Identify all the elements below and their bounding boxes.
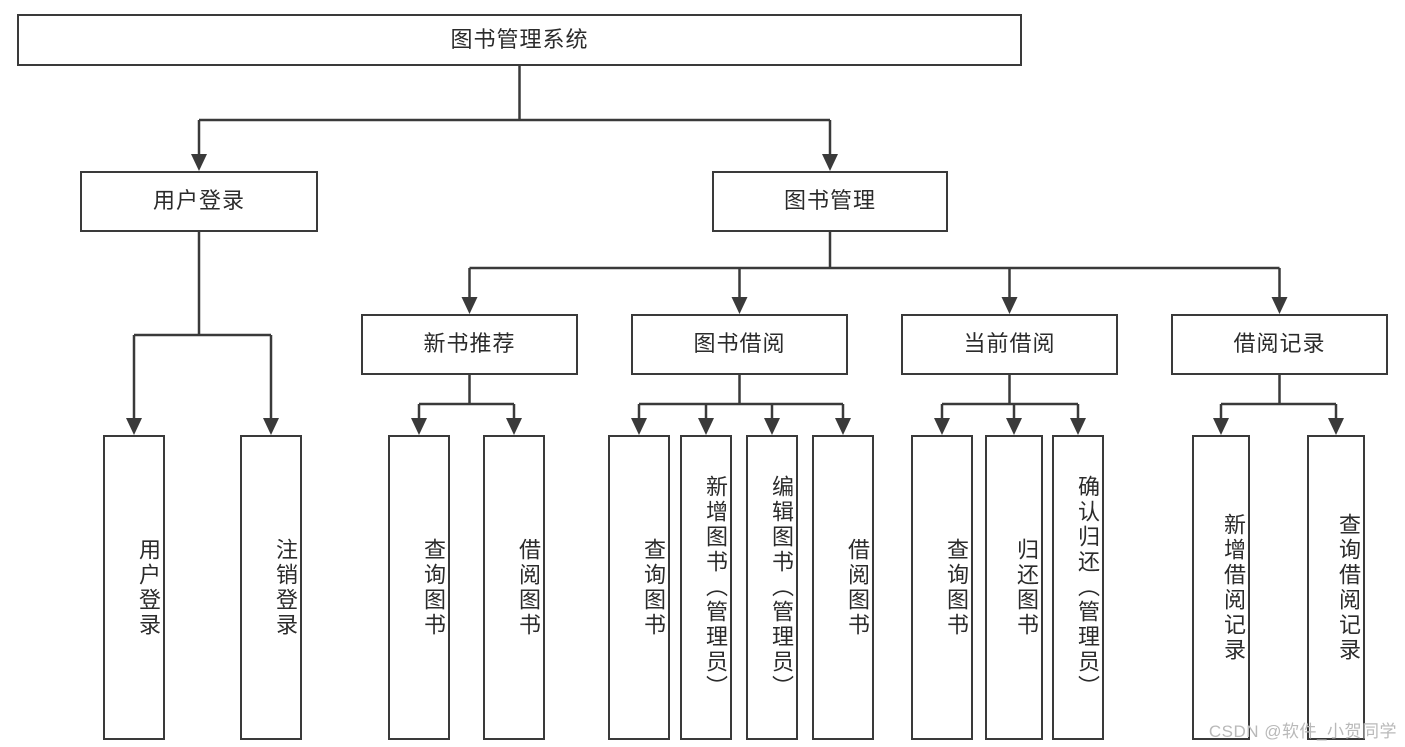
leaf-user-logout-label: 注销登录: [273, 537, 298, 638]
leaf-borrow-edit-book[interactable]: 编辑图书（管理员）: [746, 435, 798, 740]
leaf-borrow-query-book-label: 查询图书: [641, 537, 666, 638]
leaf-borrow-edit-book-label: 编辑图书（管理员）: [769, 475, 794, 700]
csdn-watermark: CSDN @软件_小贺同学: [1208, 722, 1397, 741]
leaf-recommend-query-book[interactable]: 查询图书: [388, 435, 450, 740]
leaf-borrow-add-book[interactable]: 新增图书（管理员）: [680, 435, 732, 740]
node-borrow-record-label: 借阅记录: [1233, 331, 1326, 357]
leaf-borrow-query-book[interactable]: 查询图书: [608, 435, 670, 740]
leaf-recommend-query-book-label: 查询图书: [421, 537, 446, 638]
node-book-management-label: 图书管理: [783, 188, 876, 214]
leaf-current-query-book-label: 查询图书: [944, 537, 969, 638]
node-new-book-recommend-label: 新书推荐: [423, 331, 516, 357]
leaf-recommend-borrow-book-label: 借阅图书: [516, 537, 541, 638]
node-current-borrow-label: 当前借阅: [963, 331, 1056, 357]
leaf-borrow-borrow-book[interactable]: 借阅图书: [812, 435, 874, 740]
node-book-borrow-label: 图书借阅: [693, 331, 786, 357]
leaf-current-confirm-return-label: 确认归还（管理员）: [1075, 475, 1100, 700]
leaf-current-return-book[interactable]: 归还图书: [985, 435, 1043, 740]
leaf-recommend-borrow-book[interactable]: 借阅图书: [483, 435, 545, 740]
leaf-user-logout[interactable]: 注销登录: [240, 435, 302, 740]
node-root-label: 图书管理系统: [450, 26, 589, 52]
leaf-record-add-record-label: 新增借阅记录: [1221, 512, 1246, 663]
leaf-current-return-book-label: 归还图书: [1014, 537, 1039, 638]
node-new-book-recommend[interactable]: 新书推荐: [361, 314, 578, 375]
leaf-record-query-record[interactable]: 查询借阅记录: [1307, 435, 1365, 740]
node-book-borrow[interactable]: 图书借阅: [631, 314, 848, 375]
node-current-borrow[interactable]: 当前借阅: [901, 314, 1118, 375]
node-user-login[interactable]: 用户登录: [80, 171, 318, 232]
leaf-user-login[interactable]: 用户登录: [103, 435, 165, 740]
leaf-user-login-label: 用户登录: [136, 537, 161, 638]
node-borrow-record[interactable]: 借阅记录: [1171, 314, 1388, 375]
leaf-current-query-book[interactable]: 查询图书: [911, 435, 973, 740]
node-user-login-label: 用户登录: [152, 188, 245, 214]
node-root[interactable]: 图书管理系统: [17, 14, 1022, 66]
leaf-borrow-borrow-book-label: 借阅图书: [845, 537, 870, 638]
leaf-record-query-record-label: 查询借阅记录: [1336, 512, 1361, 663]
leaf-current-confirm-return[interactable]: 确认归还（管理员）: [1052, 435, 1104, 740]
leaf-borrow-add-book-label: 新增图书（管理员）: [703, 475, 728, 700]
node-book-management[interactable]: 图书管理: [712, 171, 948, 232]
leaf-record-add-record[interactable]: 新增借阅记录: [1192, 435, 1250, 740]
